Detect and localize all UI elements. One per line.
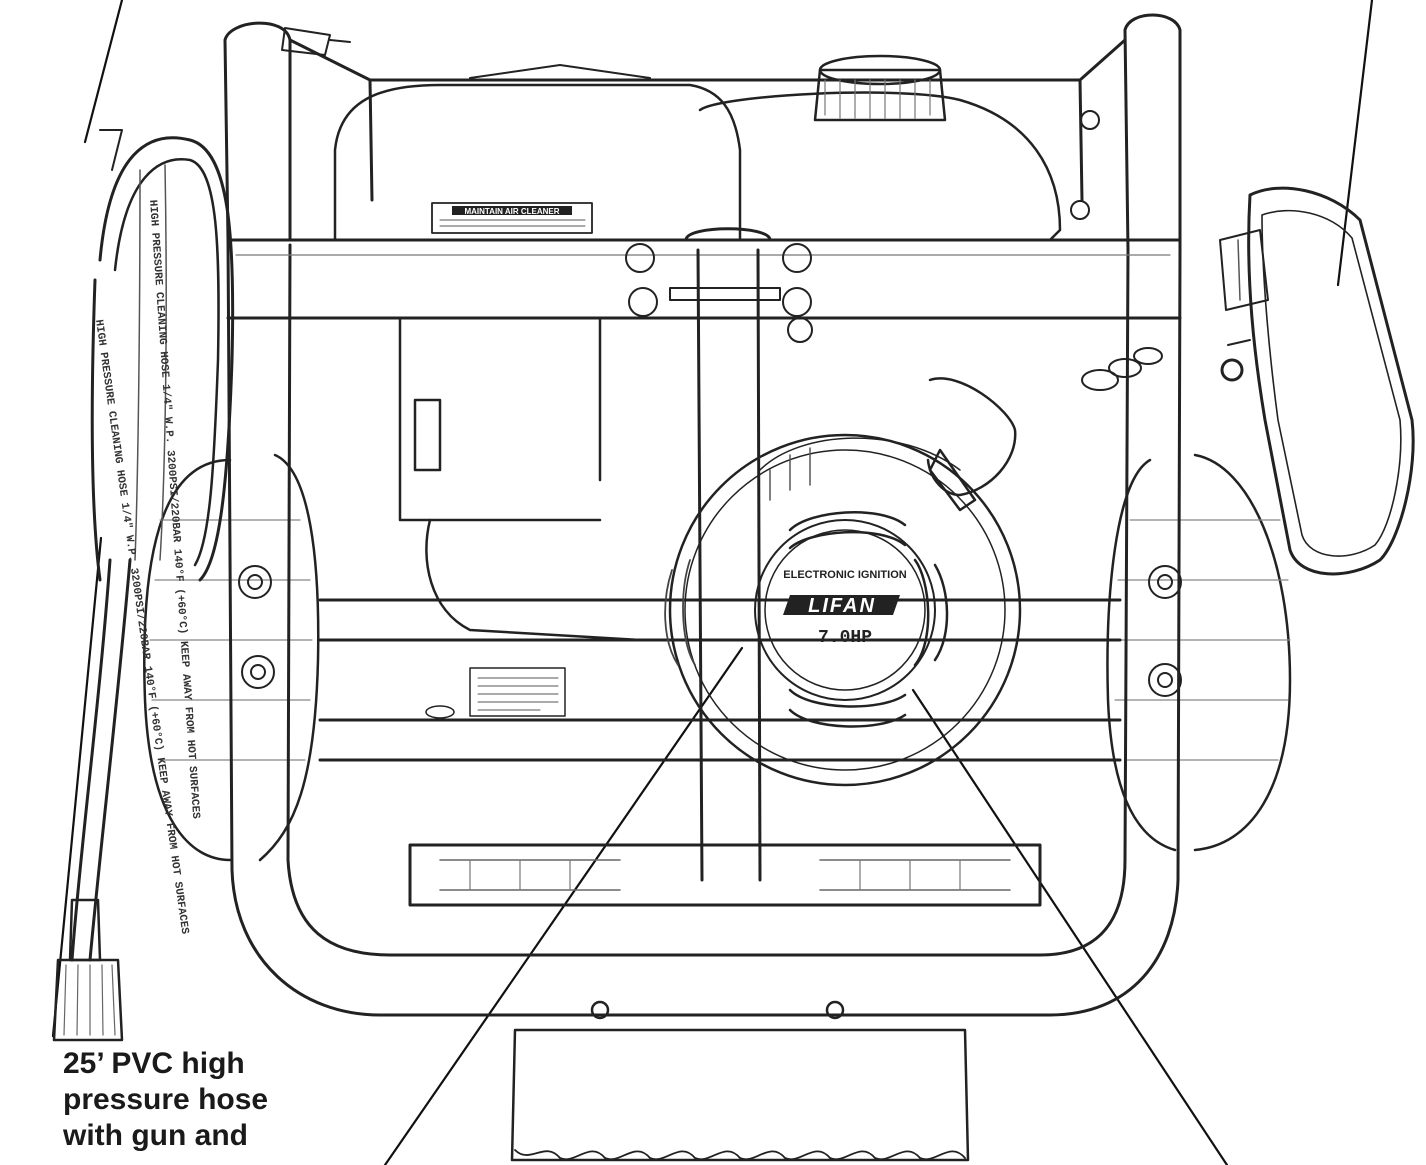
top-left-knob xyxy=(281,27,351,56)
hose-fitting xyxy=(52,898,124,1042)
front-handle-grip xyxy=(408,843,1042,907)
engine-power-label: 7.0HP xyxy=(818,628,872,648)
leader-line-top-right xyxy=(1336,0,1374,287)
air-cleaner-label: MAINTAIN AIR CLEANER xyxy=(464,207,559,216)
fuel-chain xyxy=(669,287,1163,391)
hose-coil xyxy=(70,129,235,962)
spray-gun-holder xyxy=(1219,186,1415,576)
right-wheel xyxy=(1106,453,1292,852)
foot-plate xyxy=(510,1000,970,1162)
leader-line-top-left xyxy=(83,0,124,144)
air-cleaner-label-plate xyxy=(431,202,593,234)
engine-block xyxy=(333,54,1062,642)
center-post xyxy=(684,227,772,882)
hose-callout-label: 25’ PVC high pressure hose with gun and xyxy=(63,1047,269,1152)
leader-line-engine xyxy=(911,688,1229,1165)
engine-ignition-label: ELECTRONIC IGNITION xyxy=(783,569,907,581)
leader-line-hose xyxy=(51,536,103,1038)
frame-bolts xyxy=(238,110,1182,697)
main-frame xyxy=(223,13,1182,1017)
engine-brand-logo: LIFAN xyxy=(808,595,876,617)
leader-lines xyxy=(51,0,1374,1165)
recoil-starter-cover xyxy=(664,433,1022,787)
base-rating-label xyxy=(425,667,566,719)
hose-print-outer: HIGH PRESSURE CLEANING HOSE 1/4" W.P. 32… xyxy=(92,319,190,936)
starter-handle xyxy=(926,377,1017,512)
